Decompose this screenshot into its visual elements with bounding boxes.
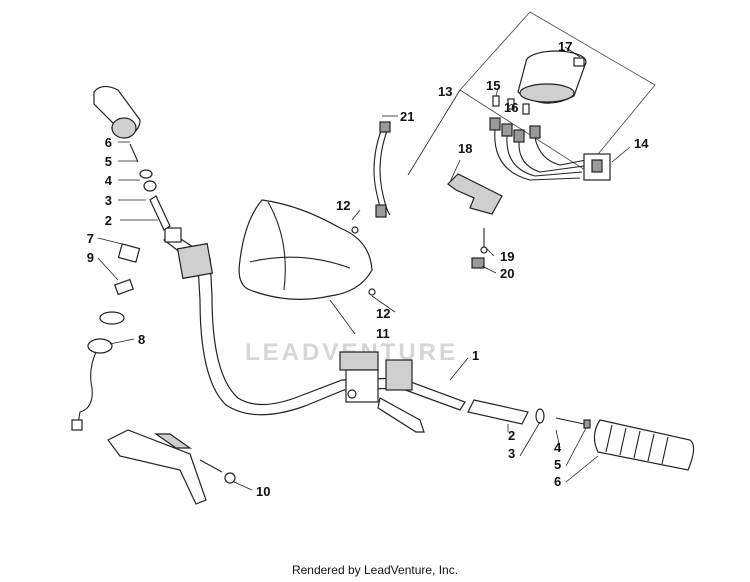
callout-20: 20: [500, 266, 514, 281]
callout-12-upper: 12: [336, 198, 350, 213]
gauge-housing[interactable]: [517, 50, 587, 104]
callout-6-left: 6: [105, 135, 112, 150]
callout-9: 9: [87, 250, 94, 265]
callout-4-left: 4: [105, 173, 113, 188]
callout-14: 14: [634, 136, 649, 151]
left-bar-end-screw[interactable]: [129, 143, 139, 163]
callout-5-left: 5: [105, 154, 112, 169]
speedometer-cable[interactable]: [373, 121, 391, 218]
callout-13: 13: [438, 84, 452, 99]
callout-4-right: 4: [554, 440, 562, 455]
right-grip[interactable]: [593, 419, 695, 471]
footer-credit: Rendered by LeadVenture, Inc.: [291, 563, 459, 577]
left-bar-end-bushing[interactable]: [143, 180, 157, 192]
callout-8: 8: [138, 332, 145, 347]
callout-2-left: 2: [105, 213, 112, 228]
callout-11: 11: [376, 326, 390, 341]
callout-15: 15: [486, 78, 500, 93]
callout-12-lower: 12: [376, 306, 390, 321]
right-bar-end-screw[interactable]: [555, 417, 591, 429]
callout-21: 21: [400, 109, 414, 124]
callout-2-right: 2: [508, 428, 515, 443]
callout-19: 19: [500, 249, 514, 264]
left-bar-end-weight[interactable]: [149, 195, 171, 231]
gauge-assembly-outline: [459, 11, 656, 171]
left-grip[interactable]: [93, 85, 141, 139]
left-bar-end-washer[interactable]: [139, 169, 153, 179]
callout-labels: 6 5 4 3 2 7 9 8 10 11 12 12 21 13 15 16 …: [87, 39, 649, 499]
gauge-bracket[interactable]: [447, 173, 503, 215]
callout-18: 18: [458, 141, 472, 156]
callout-6-right: 6: [554, 474, 561, 489]
ignition-nut[interactable]: [99, 311, 125, 325]
ignition-switch-housing[interactable]: [117, 243, 141, 263]
bracket-nut[interactable]: [471, 257, 485, 269]
throttle-control[interactable]: [339, 351, 425, 433]
handlebar[interactable]: [163, 227, 466, 416]
bulb-sockets[interactable]: [489, 117, 541, 143]
callout-1: 1: [472, 348, 479, 363]
callout-7: 7: [87, 231, 94, 246]
callout-5-right: 5: [554, 457, 561, 472]
right-bar-end-weight[interactable]: [467, 399, 529, 425]
gauge-wiring-harness[interactable]: [494, 129, 611, 181]
bracket-screw[interactable]: [480, 228, 488, 254]
handlebar-cover[interactable]: [238, 199, 376, 300]
ignition-switch[interactable]: [71, 338, 113, 431]
mounting-bracket[interactable]: [107, 429, 236, 505]
callout-10: 10: [256, 484, 270, 499]
gauge-bulb-17[interactable]: [573, 57, 585, 67]
leader-lines: [97, 46, 631, 491]
right-bar-end-washer[interactable]: [535, 408, 545, 424]
callout-17: 17: [558, 39, 572, 54]
ignition-key[interactable]: [114, 278, 134, 296]
callout-3-right: 3: [508, 446, 515, 461]
callout-3-left: 3: [105, 193, 112, 208]
callout-16: 16: [504, 100, 518, 115]
